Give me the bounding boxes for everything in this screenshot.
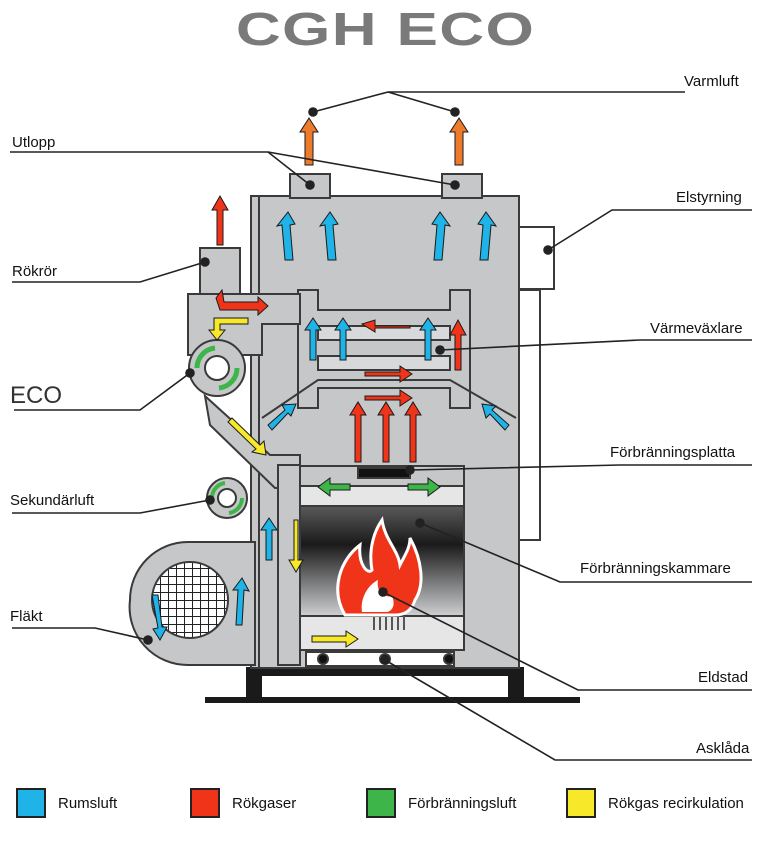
leader-lines (10, 91, 752, 761)
label-elstyrning: Elstyrning (676, 189, 742, 206)
label-utlopp: Utlopp (12, 134, 56, 151)
legend-swatch-rumsluft (16, 788, 46, 818)
recirculation-arrows (207, 317, 359, 648)
label-eco: ECO (10, 382, 63, 409)
legend-item-rokgas-recirkulation: Rökgas recirkulation (566, 787, 744, 819)
flame-icon (336, 516, 423, 617)
label-eldstad: Eldstad (698, 669, 749, 686)
legend-swatch-rokgaser (190, 788, 220, 818)
secondary-air-disc (206, 477, 248, 519)
boiler-base (205, 667, 580, 703)
legend-item-rumsluft: Rumsluft (16, 787, 117, 819)
legend-label-rumsluft: Rumsluft (58, 794, 118, 812)
room-air-arrows (151, 211, 510, 641)
combustion-air-arrows (317, 477, 441, 497)
label-flakt: Fläkt (10, 608, 43, 625)
label-forbranningsplatta: Förbränningsplatta (610, 444, 736, 461)
legend-item-forbranningsluft: Förbränningsluft (366, 787, 516, 819)
warm-air-arrows (299, 117, 469, 166)
label-varmevaxlare: Värmeväxlare (650, 320, 743, 337)
label-asklada: Asklåda (696, 740, 750, 757)
legend-swatch-forbranningsluft (366, 788, 396, 818)
label-sekundarluft: Sekundärluft (10, 492, 95, 509)
legend-label-rokgaser: Rökgaser (232, 794, 297, 812)
legend-item-rokgaser: Rökgaser (190, 787, 296, 819)
label-rokror: Rökrör (12, 263, 58, 280)
eco-fan (188, 339, 246, 397)
label-forbranningskammare: Förbränningskammare (580, 560, 731, 577)
legend-swatch-rokgas-recirkulation (566, 788, 596, 818)
flue-gas-arrows (211, 194, 467, 463)
legend-label-rokgas-recirkulation: Rökgas recirkulation (608, 794, 744, 812)
diagram-title: CGH ECO (235, 3, 536, 55)
fan (128, 541, 256, 667)
legend-label-forbranningsluft: Förbränningsluft (408, 794, 517, 812)
label-varmluft: Varmluft (684, 73, 739, 90)
